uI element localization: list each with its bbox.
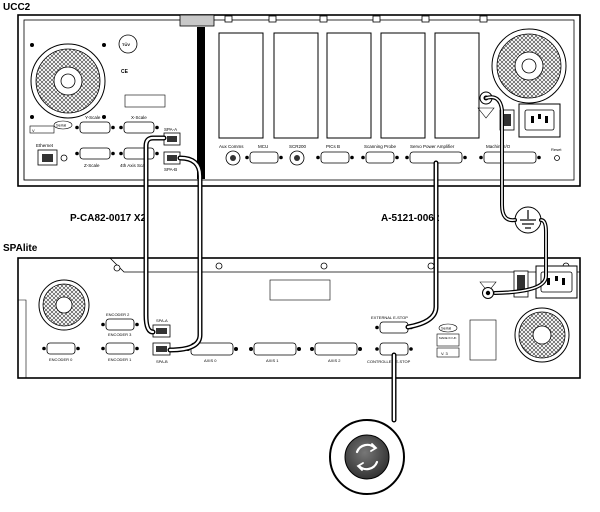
spalite-axis1-port xyxy=(253,342,297,356)
ucc2-z-scale-port xyxy=(79,147,111,160)
ucc2-4th-axis-label: 4th Axis Scale xyxy=(120,163,149,168)
estop-cable-label: A-5121-0062 xyxy=(381,213,440,224)
ucc2-y-scale-port xyxy=(79,121,111,134)
ucc2-spa-ports: SPA-A SPA-B xyxy=(163,127,181,172)
ucc2-left-fan xyxy=(30,43,106,119)
ucc2-right-fan xyxy=(491,28,567,104)
ucc2-x-scale-port xyxy=(123,121,155,134)
ucc2-v-tag: V xyxy=(32,128,35,133)
spalite-external-estop-label: EXTERNAL E-STOP xyxy=(371,315,408,320)
ucc2-scr200-label: SCR200 xyxy=(289,144,307,149)
ucc2-bottom-connectors: Aux Comms MCU SCR200 PICs B Scanning Pro… xyxy=(219,144,562,166)
spalite-encoder0-port xyxy=(46,342,76,355)
earth-symbol-icon xyxy=(514,206,542,234)
spalite-axis0-label: AXIS 0 xyxy=(204,358,217,363)
spalite-spa-ports: SPA-A SPA-B xyxy=(152,318,171,364)
spalite-axis2-port xyxy=(314,342,358,356)
ucc2-scanning-probe-port xyxy=(365,151,395,164)
spalite-serial-label: Serial xyxy=(441,326,451,331)
spalite-title: SPAlite xyxy=(3,243,38,254)
spalite-label-plate xyxy=(269,279,331,301)
ucc2-machine-io-label: Machine I/O xyxy=(486,144,511,149)
ucc2-machine-io-port xyxy=(483,151,537,164)
spalite-encoder1-label: ENCODER 1 xyxy=(108,357,132,362)
ucc2-mcu-label: MCU xyxy=(258,144,268,149)
ucc2-screws xyxy=(224,15,488,23)
ucc2-reset-button xyxy=(554,155,560,161)
spalite-encoder0-label: ENCODER 0 xyxy=(49,357,73,362)
ucc2-scale-ports: Y-Scale X-Scale Z-Scale 4th Axis Scale xyxy=(75,115,159,168)
ucc2-cert-marks: TÜV CE V Serial xyxy=(29,34,166,134)
ucc2-expansion-slots xyxy=(218,32,480,139)
spalite-encoder2-label: ENCODER 2 xyxy=(106,312,130,317)
ucc2-y-scale-label: Y-Scale xyxy=(85,115,101,120)
ucc2-4th-axis-port xyxy=(123,147,155,160)
spalite-version-label: V. 3 xyxy=(441,351,449,356)
spalite-spa-b-label: SPA-B xyxy=(156,359,168,364)
ucc2-pics-b-label: PICs B xyxy=(326,144,340,149)
spalite-encoder3-label: ENCODER 3 xyxy=(108,332,132,337)
ucc2-ethernet-label: Ethernet xyxy=(36,143,54,148)
ucc2-title: UCC2 xyxy=(3,2,31,13)
ucc2-ce-mark: CE xyxy=(121,69,129,75)
spalite-encoder-ports: ENCODER 2 ENCODER 3 ENCODER 0 ENCODER 1 xyxy=(42,312,139,362)
ucc2-unit: TÜV CE V Serial Y-Scale xyxy=(17,14,581,187)
ucc2-z-scale-label: Z-Scale xyxy=(84,163,100,168)
ucc2-handle xyxy=(179,14,215,27)
ucc2-aux-comms-label: Aux Comms xyxy=(219,144,244,149)
ucc2-servo-power-label: Servo Power Amplifier xyxy=(410,144,455,149)
spalite-serial-area: Serial MADE IN UK V. 3 xyxy=(436,319,497,361)
ucc2-reset-label: Reset xyxy=(551,147,562,152)
spalite-encoder2-port xyxy=(105,318,135,331)
spalite-left-fan xyxy=(38,279,90,331)
spalite-controller-estop-label: CONTROLLER E-STOP xyxy=(367,359,411,364)
estop-button xyxy=(329,419,405,495)
spalite-made-in-label: MADE IN UK xyxy=(439,336,457,340)
ucc2-slot-bracket xyxy=(197,27,205,179)
spalite-spa-a-label: SPA-A xyxy=(156,318,168,323)
spalite-encoder1-port xyxy=(105,342,135,355)
spalite-right-fan xyxy=(514,307,570,363)
ucc2-ethernet: Ethernet xyxy=(36,143,68,166)
spalite-axis1-label: AXIS 1 xyxy=(266,358,279,363)
ucc2-x-scale-label: X-Scale xyxy=(131,115,147,120)
svg-text:TÜV: TÜV xyxy=(122,42,130,47)
spalite-external-estop-port xyxy=(379,321,409,334)
ucc2-mcu-port xyxy=(249,151,279,164)
cables xyxy=(143,95,548,423)
spalite-axis2-label: AXIS 2 xyxy=(328,358,341,363)
rotate-arrows-icon xyxy=(355,443,379,471)
ucc2-pics-b-port xyxy=(320,151,350,164)
spalite-estop-ports: EXTERNAL E-STOP CONTROLLER E-STOP xyxy=(367,315,413,364)
ucc2-serial-label: Serial xyxy=(56,123,66,128)
spa-cable-label: P-CA82-0017 X2 xyxy=(70,213,147,224)
spalite-axis-ports: AXIS 0 AXIS 1 AXIS 2 xyxy=(186,342,362,363)
ucc2-spa-a-label: SPA-A xyxy=(164,127,177,132)
spalite-unit: ENCODER 2 ENCODER 3 ENCODER 0 ENCODER 1 … xyxy=(17,257,581,379)
ucc2-scanning-probe-label: Scanning Probe xyxy=(364,144,397,149)
ucc2-spa-b-label: SPA-B xyxy=(164,167,177,172)
